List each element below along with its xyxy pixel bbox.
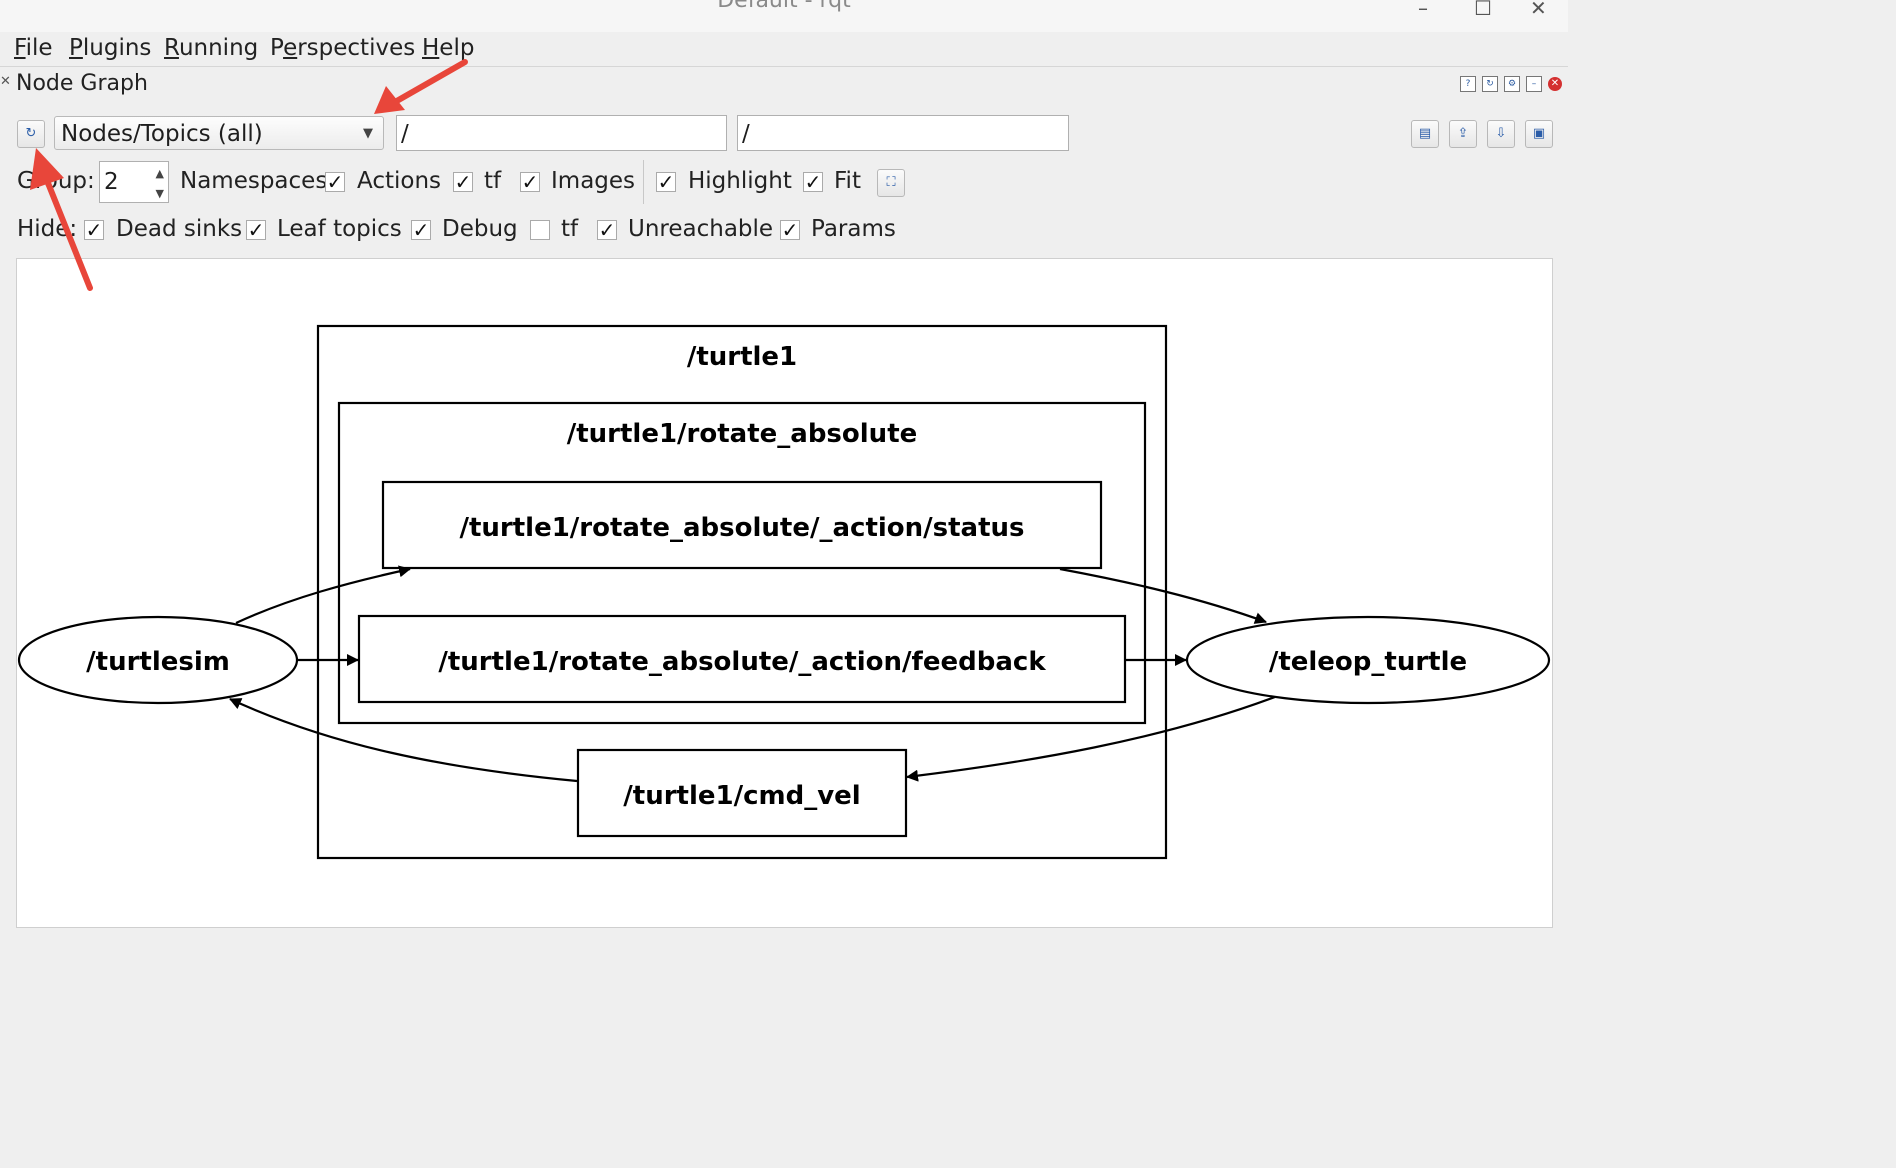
save-icon: ▤ — [1418, 126, 1432, 141]
window-title: Default - rqt — [717, 0, 851, 13]
node-teleop-turtle-label: /teleop_turtle — [1269, 647, 1467, 677]
edge-cmdvel-turtlesim — [229, 698, 578, 783]
options-icon[interactable]: ⚙ — [1504, 76, 1520, 92]
menu-perspectives-mnemonic: e — [283, 35, 298, 61]
menu-plugins-rest: lugins — [82, 35, 152, 61]
group-value: 2 — [104, 169, 119, 195]
chevron-down-icon: ▼ — [363, 126, 373, 141]
leaf-topics-checkbox[interactable]: ✓ — [246, 218, 266, 242]
highlight-label: Highlight — [688, 168, 792, 194]
save-dot-button[interactable]: ▤ — [1411, 120, 1439, 148]
load-dot-button[interactable]: ⇪ — [1449, 120, 1477, 148]
debug-label: Debug — [442, 216, 518, 242]
node-turtlesim-label: /turtlesim — [86, 647, 230, 677]
refresh-icon: ↻ — [25, 126, 37, 141]
node-turtlesim[interactable] — [17, 615, 299, 705]
menu-bar: File Plugins Running Perspectives Help — [0, 32, 1568, 67]
help-icon[interactable]: ? — [1460, 76, 1476, 92]
dead-sinks-checkbox[interactable]: ✓ — [84, 218, 104, 242]
panel-title: Node Graph — [16, 71, 148, 96]
params-checkbox[interactable]: ✓ — [780, 218, 800, 242]
namespaces-label: Namespaces — [180, 168, 328, 194]
edge-turtlesim-status — [235, 565, 411, 624]
images-label: Images — [551, 168, 636, 194]
fit-in-view-button[interactable]: ⛶ — [877, 169, 905, 197]
actions-label: Actions — [357, 168, 442, 194]
toolbar-separator — [643, 160, 644, 204]
menu-help[interactable]: Help — [422, 35, 474, 61]
minimize-panel-icon[interactable]: – — [1526, 76, 1542, 92]
annotation-arrow-refresh — [30, 148, 93, 291]
highlight-checkbox[interactable]: ✓ — [656, 170, 676, 194]
panel-close-icon[interactable]: ✕ — [0, 74, 11, 89]
menu-file-rest: ile — [25, 35, 53, 61]
export-icon: ⇩ — [1495, 126, 1507, 141]
menu-help-rest: elp — [439, 35, 475, 61]
graph-type-value: Nodes/Topics (all) — [61, 121, 263, 147]
fit-label: Fit — [834, 168, 861, 194]
dead-sinks-label: Dead sinks — [116, 216, 243, 242]
refresh-graph-button[interactable]: ↻ — [17, 120, 45, 148]
panel-header-icons: ? ↻ ⚙ – ✕ — [1460, 76, 1562, 92]
tf-checkbox[interactable]: ✓ — [520, 170, 540, 194]
menu-running[interactable]: Running — [164, 35, 258, 61]
menu-perspectives-pre: P — [270, 35, 284, 61]
graph-type-combobox[interactable]: Nodes/Topics (all) ▼ — [54, 116, 384, 150]
minimize-button[interactable]: – — [1418, 0, 1428, 20]
menu-help-mnemonic: H — [422, 35, 440, 61]
node-filter-input[interactable]: / — [396, 115, 727, 151]
screenshot-icon: ▣ — [1532, 126, 1546, 141]
params-label: Params — [811, 216, 896, 242]
menu-running-mnemonic: R — [164, 35, 179, 61]
fit-checkbox[interactable]: ✓ — [803, 170, 823, 194]
unreachable-checkbox[interactable]: ✓ — [597, 218, 617, 242]
spin-up-icon[interactable]: ▲ — [155, 167, 164, 180]
namespaces-checkbox[interactable]: ✓ — [325, 170, 345, 194]
reload-icon[interactable]: ↻ — [1482, 76, 1498, 92]
hide-tf-label: tf — [561, 216, 579, 242]
menu-plugins[interactable]: Plugins — [69, 35, 151, 61]
debug-checkbox[interactable]: ✓ — [411, 218, 431, 242]
actions-checkbox[interactable]: ✓ — [453, 170, 473, 194]
cluster-rotate-absolute[interactable] — [337, 401, 1147, 725]
topic-feedback[interactable] — [357, 614, 1127, 704]
menu-perspectives[interactable]: Perspectives — [270, 35, 415, 61]
menu-perspectives-rest: rspectives — [297, 35, 416, 61]
topic-status-label: /turtle1/rotate_absolute/_action/status — [459, 513, 1024, 543]
fit-view-icon: ⛶ — [886, 175, 896, 190]
export-svg-button[interactable]: ⇩ — [1487, 120, 1515, 148]
topic-status[interactable] — [381, 480, 1103, 570]
cluster-turtle1-label: /turtle1 — [687, 342, 797, 372]
tf-label: tf — [484, 168, 502, 194]
load-icon: ⇪ — [1457, 126, 1469, 141]
hide-tf-checkbox[interactable] — [530, 220, 550, 240]
edge-status-teleop — [1059, 567, 1267, 624]
leaf-topics-label: Leaf topics — [277, 216, 402, 242]
spin-down-icon[interactable]: ▼ — [155, 187, 164, 200]
topic-cmd-vel[interactable] — [576, 748, 908, 838]
unreachable-label: Unreachable — [628, 216, 774, 242]
cluster-rotate-absolute-label: /turtle1/rotate_absolute — [567, 419, 918, 449]
close-button[interactable]: ✕ — [1530, 0, 1547, 20]
menu-running-rest: unning — [178, 35, 259, 61]
menu-plugins-mnemonic: P — [69, 35, 83, 61]
close-panel-icon[interactable]: ✕ — [1548, 77, 1562, 91]
menu-file[interactable]: File — [14, 35, 53, 61]
node-teleop-turtle[interactable] — [1185, 615, 1551, 705]
edge-teleop-cmdvel — [906, 695, 1276, 782]
graph-overlay: /turtle1 /turtle1/rotate_absolute /turtl… — [17, 59, 1551, 860]
topic-cmd-vel-label: /turtle1/cmd_vel — [623, 781, 860, 811]
topic-filter-input[interactable]: / — [737, 115, 1069, 151]
screenshot-button[interactable]: ▣ — [1525, 120, 1553, 148]
group-spinbox[interactable]: 2 ▲ ▼ — [99, 161, 169, 203]
maximize-button[interactable]: ☐ — [1474, 0, 1492, 20]
topic-feedback-label: /turtle1/rotate_absolute/_action/feedbac… — [438, 647, 1046, 677]
menu-file-mnemonic: F — [14, 35, 26, 61]
annotation-arrow-combobox — [374, 59, 468, 114]
